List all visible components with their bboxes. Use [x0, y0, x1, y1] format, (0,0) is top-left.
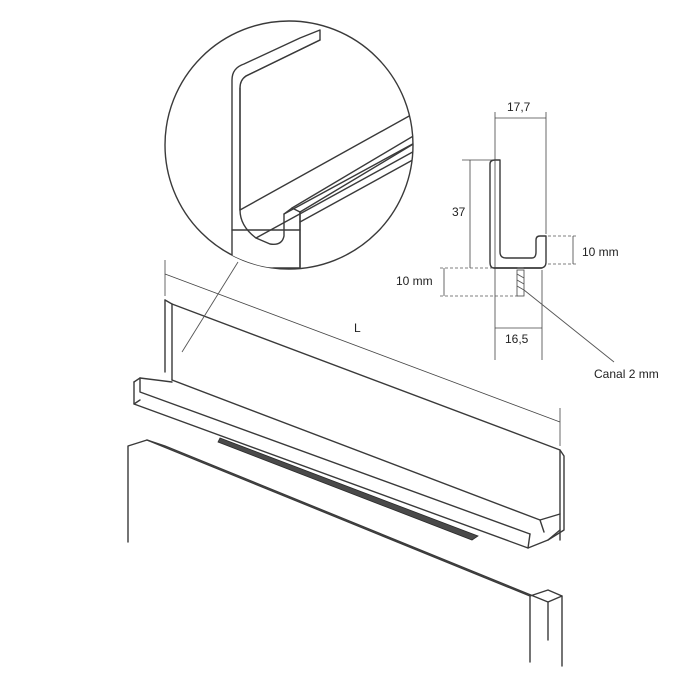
door-panel [127, 439, 563, 667]
detail-magnifier [164, 20, 414, 270]
seal-strip [217, 437, 479, 541]
lip-left-label: 10 mm [396, 274, 433, 288]
length-label: L [354, 321, 361, 335]
width-top-label: 17,7 [507, 100, 531, 114]
lip-right-label: 10 mm [582, 245, 619, 259]
width-bottom-label: 16,5 [505, 332, 529, 346]
channel-label: Canal 2 mm [594, 367, 659, 381]
length-dimension: L [164, 260, 561, 446]
detail-leader [181, 261, 239, 353]
handle-profile [133, 299, 565, 549]
height-label: 37 [452, 205, 466, 219]
cross-section: 17,7 37 10 mm 10 mm 16,5 Canal 2 mm [396, 100, 659, 381]
